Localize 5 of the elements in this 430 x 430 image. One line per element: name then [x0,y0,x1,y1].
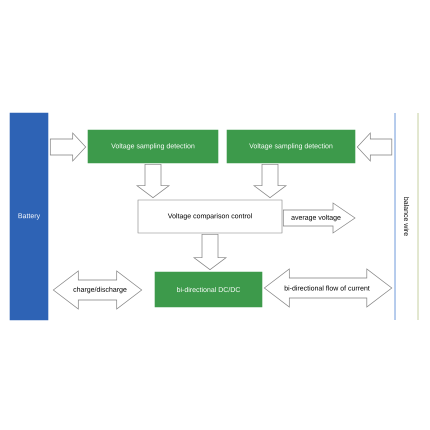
block-arrow [136,164,170,198]
block-arrow [356,132,392,162]
block-arrow [252,164,288,198]
block-arrow [192,234,228,270]
block-arrow [50,132,86,162]
